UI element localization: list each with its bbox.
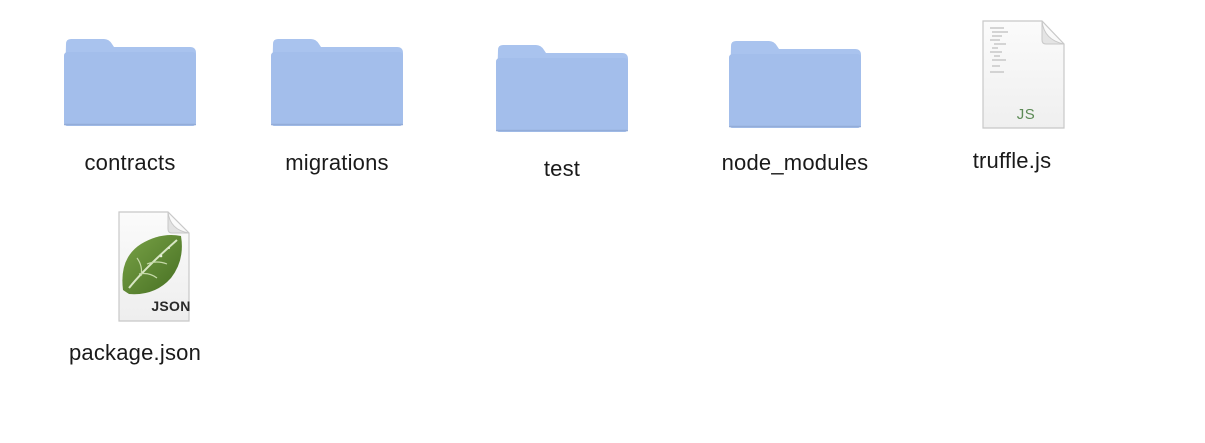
folder-icon (482, 34, 642, 134)
folder-icon (257, 28, 417, 128)
json-badge: JSON (151, 298, 191, 314)
folder-icon (695, 30, 895, 130)
js-badge: JS (1016, 106, 1036, 123)
file-name-label: migrations (285, 150, 389, 175)
file-item-contracts[interactable]: contracts (50, 28, 210, 176)
file-item-package-json[interactable]: JSON package.json (45, 208, 225, 366)
file-item-truffle-js[interactable]: JS truffle.js (932, 18, 1092, 174)
file-item-test[interactable]: test (482, 34, 642, 182)
file-name-label: node_modules (721, 150, 869, 175)
json-file-icon: JSON (45, 208, 225, 324)
js-file-icon (932, 18, 1092, 132)
folder-icon (50, 28, 210, 128)
file-name-label: contracts (84, 150, 176, 175)
file-item-node-modules[interactable]: node_modules (695, 30, 895, 176)
file-name-label: test (543, 156, 581, 181)
file-name-label: package.json (68, 340, 202, 365)
file-item-migrations[interactable]: migrations (257, 28, 417, 176)
file-name-label: truffle.js (972, 148, 1052, 173)
